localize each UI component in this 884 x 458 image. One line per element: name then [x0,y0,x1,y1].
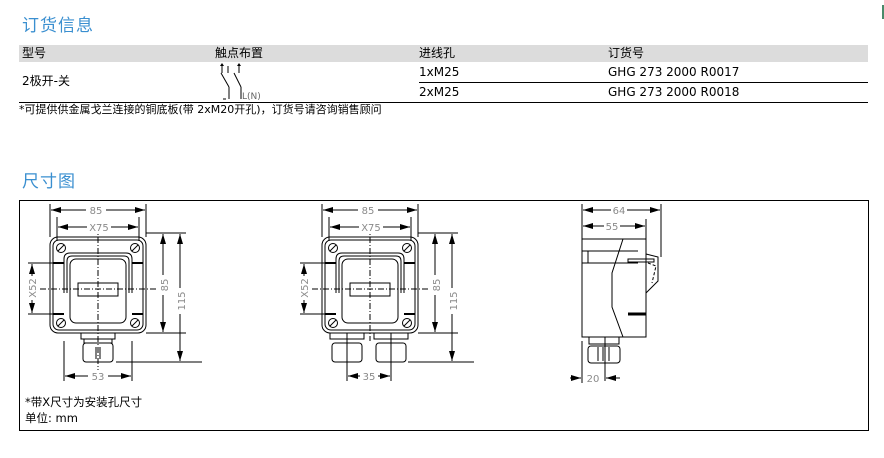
col-header-contacts: 触点布置 [215,46,264,60]
svg-text:53: 53 [92,372,105,383]
unit-note: 单位: mm [25,411,78,425]
svg-text:64: 64 [613,206,626,217]
order-no-cell: GHG 273 2000 R0017 [608,65,740,79]
table-bottom-rule [19,102,868,103]
dimension-drawings: 85 X75 85 115 X52 53 [26,204,662,385]
mounting-hole-note: *带X尺寸为安装孔尺寸 [25,395,143,409]
col-header-cable-entry: 进线孔 [419,46,456,60]
dimension-drawing-frame: 85 X75 85 115 X52 53 [19,200,869,431]
svg-text:X52: X52 [300,278,311,298]
col-header-type: 型号 [22,46,47,60]
svg-text:85: 85 [362,206,375,217]
contact-diagram-icon: L(N) [220,63,261,101]
edge-marker [882,5,884,19]
svg-text:35: 35 [363,372,376,383]
order-no-cell: GHG 273 2000 R0018 [608,85,740,99]
type-cell: 2极开-关 [22,74,70,88]
order-table: 型号 触点布置 进线孔 订货号 2极开-关 L(N) 1xM25 GHG 273… [19,45,868,103]
svg-text:85: 85 [90,206,103,217]
dimensions-title: 尺寸图 [22,172,76,192]
svg-text:X75: X75 [361,223,381,234]
col-header-order-no: 订货号 [608,46,645,60]
table-row: 1xM25 GHG 273 2000 R0017 [19,62,868,82]
svg-text:85: 85 [432,279,443,292]
svg-text:115: 115 [177,291,188,310]
front-view-single [28,204,202,381]
svg-text:115: 115 [449,291,460,310]
order-footnote: *可提供供金属戈兰连接的铜底板(带 2xM20开孔)，订货号请咨询销售顾问 [19,103,382,116]
order-info-title: 订货信息 [22,16,94,36]
svg-text:20: 20 [587,374,600,385]
table-row: 2xM25 GHG 273 2000 R0018 [19,82,868,102]
table-body: 2极开-关 L(N) 1xM25 GHG 273 2000 R0017 2xM2… [19,62,868,103]
svg-text:55: 55 [606,222,619,233]
cable-entry-cell: 2xM25 [419,85,460,99]
cable-entry-cell: 1xM25 [419,65,460,79]
svg-text:X52: X52 [28,278,39,298]
contact-label: L(N) [242,92,261,101]
table-header: 型号 触点布置 进线孔 订货号 [19,45,868,62]
svg-text:85: 85 [160,279,171,292]
svg-text:X75: X75 [89,223,109,234]
row-divider [419,82,868,83]
